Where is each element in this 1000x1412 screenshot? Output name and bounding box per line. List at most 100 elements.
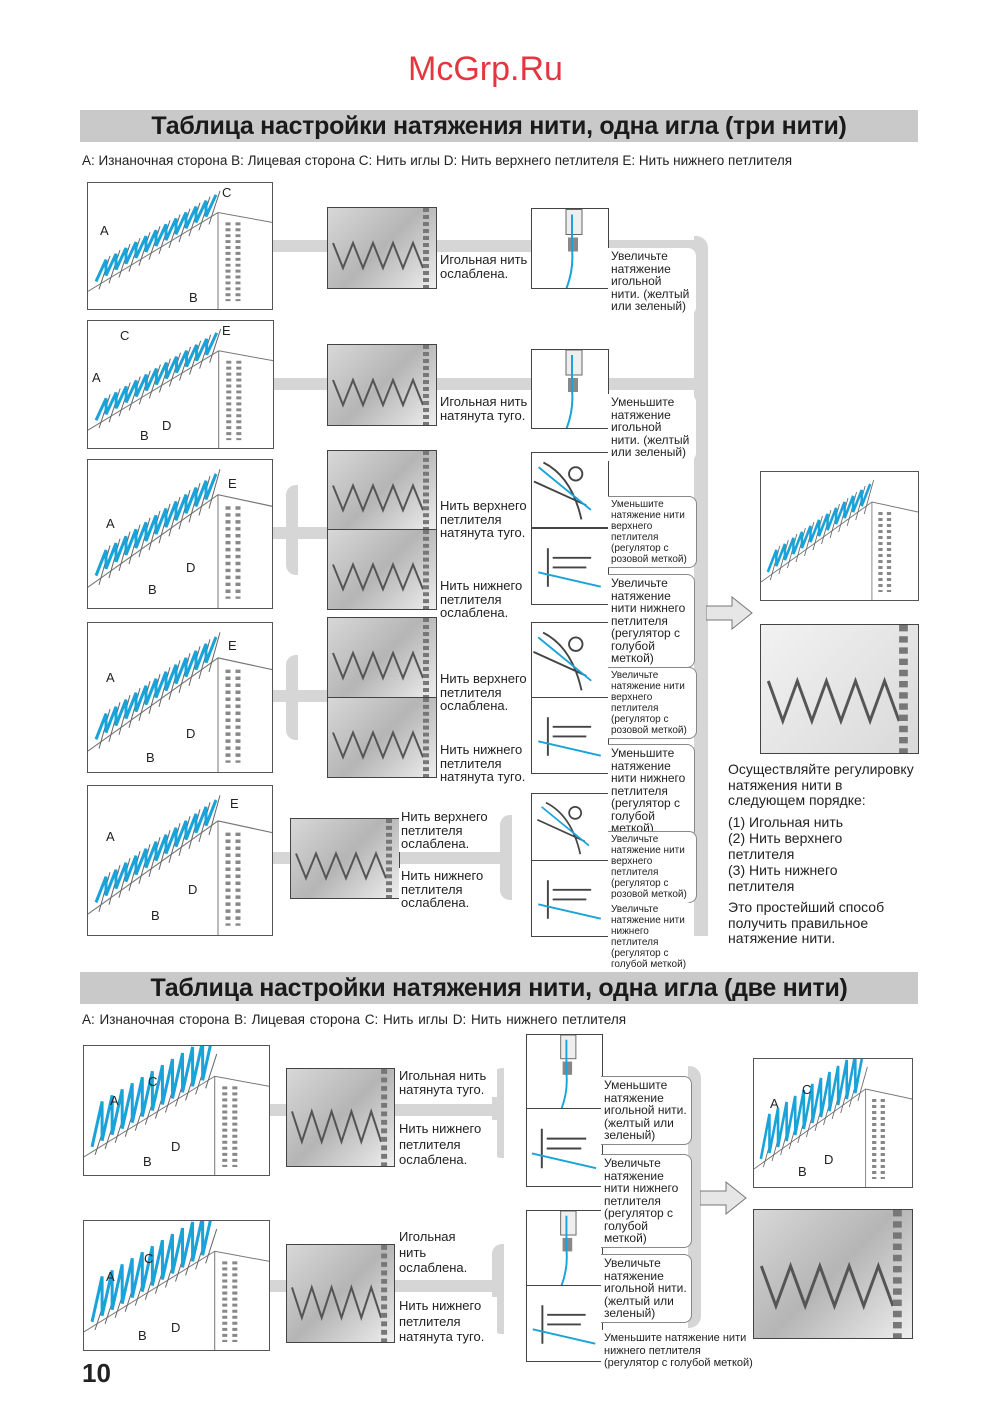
correct-stitch-photo — [760, 624, 919, 754]
fabric-photo — [327, 697, 437, 778]
fabric-photo — [286, 1244, 395, 1343]
order-step-3: (3) Нить нижнего петлителя — [728, 862, 838, 894]
stitch-photo-texture — [332, 345, 429, 425]
action-text: Уменьшите натяжение игольной нити. (желт… — [601, 1076, 692, 1145]
label-b: B — [151, 908, 160, 923]
label-a: A — [106, 1269, 115, 1284]
section1-title: Таблица настройки натяжения нити, одна и… — [80, 110, 918, 142]
tension-illustration — [559, 1034, 577, 1112]
tension-illustration — [565, 349, 583, 431]
label-d: D — [188, 882, 198, 897]
fabric-photo — [286, 1068, 395, 1167]
condition-text: Игольная нить ослаблена. — [397, 1228, 471, 1277]
label-b: B — [143, 1154, 152, 1169]
fabric-photo — [290, 818, 400, 899]
connector — [694, 606, 708, 936]
tension-illustration — [538, 717, 601, 757]
order-step-1: (1) Игольная нить — [728, 814, 844, 830]
label-c: C — [148, 1074, 158, 1089]
needle-tension-icon — [531, 208, 609, 290]
stitch-diagram-needle-tight — [83, 1045, 270, 1176]
needle-tension-icon — [526, 1210, 603, 1289]
tension-illustration — [565, 209, 583, 290]
label-a: A — [92, 370, 101, 385]
label-b: B — [138, 1328, 147, 1343]
tension-illustration — [533, 461, 592, 520]
action-text: Увеличьте натяжение нити верхнего петлит… — [608, 831, 697, 903]
label-a: A — [106, 516, 115, 531]
order-note: Это простейший способ получить правильно… — [728, 899, 885, 946]
tension-illustration — [538, 880, 601, 920]
action-text: Увеличьте натяжение нити нижнего петлите… — [608, 574, 695, 668]
connector — [272, 527, 332, 539]
label-d: D — [824, 1152, 834, 1167]
label-d: D — [186, 560, 196, 575]
tension-illustration — [538, 548, 601, 588]
correct-stitch-diagram — [760, 471, 919, 601]
condition-text: Нить нижнего петлителя ослаблена. — [399, 868, 499, 911]
condition-text: Игольная нить натянута туго. — [438, 394, 532, 423]
action-text: Уменьшите натяжение нити нижнего петлите… — [608, 744, 695, 838]
action-text: Увеличьте натяжение игольной нити. (желт… — [608, 248, 696, 315]
section1-legend: A: Изнаночная сторона B: Лицевая сторона… — [82, 153, 793, 168]
action-text: Увеличьте натяжение нити нижнего петлите… — [608, 902, 694, 972]
label-e: E — [228, 638, 237, 653]
connector — [694, 236, 708, 606]
stitch-illustration — [88, 190, 272, 309]
condition-text: Нить нижнего петлителя ослаблена. — [397, 1120, 497, 1169]
fabric-photo — [327, 344, 437, 426]
tension-illustration — [559, 1210, 577, 1289]
stitch-photo-texture — [291, 1069, 388, 1166]
stitch-illustration — [84, 1046, 269, 1175]
stitch-diagram-needle-loose — [83, 1220, 270, 1351]
lower-looper-icon — [531, 528, 609, 605]
label-e: E — [230, 796, 239, 811]
fabric-photo — [327, 450, 437, 531]
stitch-diagram-upper-tight — [87, 459, 273, 609]
action-text: Увеличьте натяжение нити нижнего петлите… — [601, 1154, 692, 1248]
tension-illustration — [533, 631, 592, 691]
stitch-diagram-upper-loose — [87, 622, 273, 773]
stitch-illustration — [761, 479, 918, 600]
label-a: A — [770, 1096, 779, 1111]
needle-tension-icon — [531, 349, 609, 431]
stitch-illustration — [88, 632, 272, 772]
action-text: Увеличьте натяжение игольной нити. (желт… — [601, 1254, 692, 1323]
stitch-photo-texture — [759, 1210, 902, 1338]
lower-looper-icon — [531, 860, 609, 937]
connector — [286, 485, 298, 575]
lower-looper-icon — [531, 697, 609, 774]
label-c: C — [222, 185, 232, 200]
section2-title: Таблица настройки натяжения нити, одна и… — [80, 972, 918, 1004]
fabric-photo — [327, 529, 437, 610]
stitch-photo-texture — [295, 819, 392, 898]
label-a: A — [106, 670, 115, 685]
label-c: C — [144, 1251, 154, 1266]
label-b: B — [146, 750, 155, 765]
label-c: C — [120, 328, 130, 343]
action-text: Уменьшите натяжение игольной нити. (желт… — [608, 394, 696, 461]
stitch-photo-texture — [332, 530, 429, 609]
stitch-illustration — [84, 1221, 269, 1350]
condition-text: Нить нижнего петлителя ослаблена. — [438, 578, 532, 621]
action-text: Уменьшите натяжение нити верхнего петлит… — [608, 496, 697, 568]
condition-text: Нить нижнего петлителя натянута туго. — [397, 1297, 497, 1346]
label-b: B — [140, 428, 149, 443]
condition-text: Игольная нить натянута туго. — [397, 1068, 497, 1097]
label-d: D — [171, 1139, 181, 1154]
action-text: Уменьшите натяжение нити нижнего петлите… — [601, 1330, 757, 1372]
label-d: D — [162, 418, 172, 433]
correct-stitch-diagram — [753, 1058, 913, 1188]
tension-illustration — [537, 801, 590, 855]
label-c: C — [802, 1082, 812, 1097]
lower-looper-icon — [526, 1285, 603, 1362]
condition-text: Нить верхнего петлителя ослаблена. — [438, 671, 532, 714]
connector — [500, 815, 512, 900]
stitch-illustration — [88, 328, 273, 448]
fabric-photo — [327, 207, 437, 289]
label-d: D — [186, 726, 196, 741]
upper-looper-icon — [531, 793, 609, 862]
order-intro: Осуществляйте регулировку натяжения нити… — [728, 761, 914, 808]
order-step-2: (2) Нить верхнего петлителя — [728, 830, 843, 862]
